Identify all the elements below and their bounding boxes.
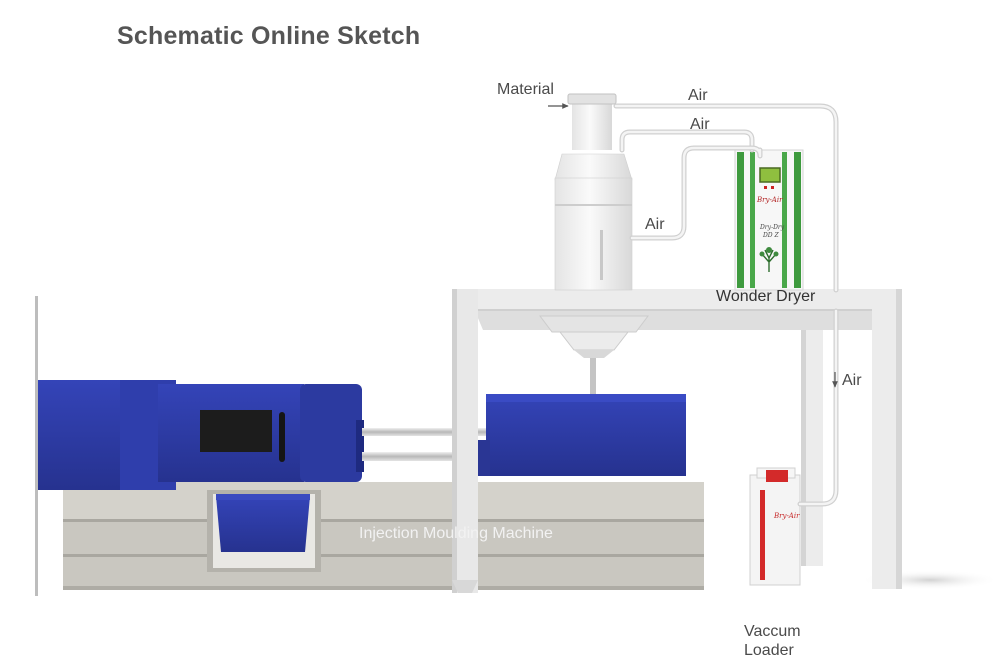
wonder-dryer-unit — [734, 149, 804, 291]
wonder-dryer-label: Wonder Dryer — [716, 288, 816, 305]
clamp-unit — [470, 394, 686, 476]
diagram-title: Schematic Online Sketch — [117, 22, 421, 50]
wall-edge — [35, 296, 38, 596]
collection-bin — [216, 494, 310, 552]
dryer-model-line1: Dry-Dry — [760, 224, 785, 231]
dryer-logo: Bry-Air — [757, 196, 783, 204]
air-pipes — [613, 103, 839, 507]
material-label: Material — [497, 81, 554, 98]
dryer-model-line2: DD Z — [763, 232, 779, 239]
vacuum-loader-unit — [749, 467, 801, 586]
air-label-loader: Air — [842, 372, 862, 389]
vacuum-loader-label-line1: Vaccum — [744, 623, 801, 640]
vacuum-loader-label-line2: Loader — [744, 642, 794, 659]
air-label-dryer-return: Air — [645, 216, 665, 233]
injection-unit — [38, 380, 364, 490]
injection-machine-label: Injection Moulding Machine — [359, 525, 553, 542]
tie-bars — [362, 428, 492, 461]
control-screen — [200, 410, 272, 452]
loader-logo: Bry-Air — [774, 512, 800, 520]
material-hopper — [539, 93, 649, 394]
air-label-middle: Air — [690, 116, 710, 133]
air-label-top: Air — [688, 87, 708, 104]
